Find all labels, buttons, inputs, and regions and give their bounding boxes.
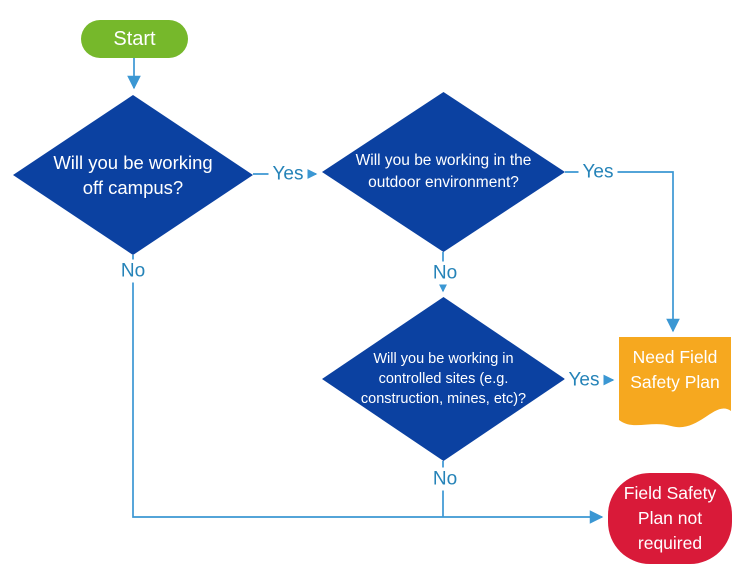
need-plan-text: Need Field Safety Plan	[630, 347, 720, 392]
edge-label-no-outdoor: No	[428, 261, 462, 285]
connector-q1-no-to-not-required	[132, 255, 604, 524]
connector-q2-yes-to-need-plan	[565, 171, 680, 333]
edge-label-yes-off-campus: Yes	[268, 162, 308, 186]
edge-label-no-controlled: No	[428, 467, 462, 491]
decision-outdoor-text: Will you be working in the outdoor envir…	[355, 152, 532, 191]
start-node: Start	[81, 20, 188, 58]
start-label: Start	[113, 27, 156, 50]
plan-not-required-node: Field Safety Plan not required	[608, 473, 732, 564]
edge-label-yes-outdoor: Yes	[578, 160, 618, 184]
edge-label-no-off-campus: No	[116, 259, 150, 283]
decision-controlled-sites-text: Will you be working in controlled sites …	[360, 351, 527, 407]
decision-off-campus-text: Will you be working off campus?	[53, 152, 213, 198]
document-shape-icon	[619, 337, 731, 428]
edge-label-yes-controlled: Yes	[564, 368, 604, 392]
plan-not-required-text: Field Safety Plan not required	[623, 483, 717, 553]
need-field-safety-plan-node: Need Field Safety Plan	[619, 337, 731, 433]
